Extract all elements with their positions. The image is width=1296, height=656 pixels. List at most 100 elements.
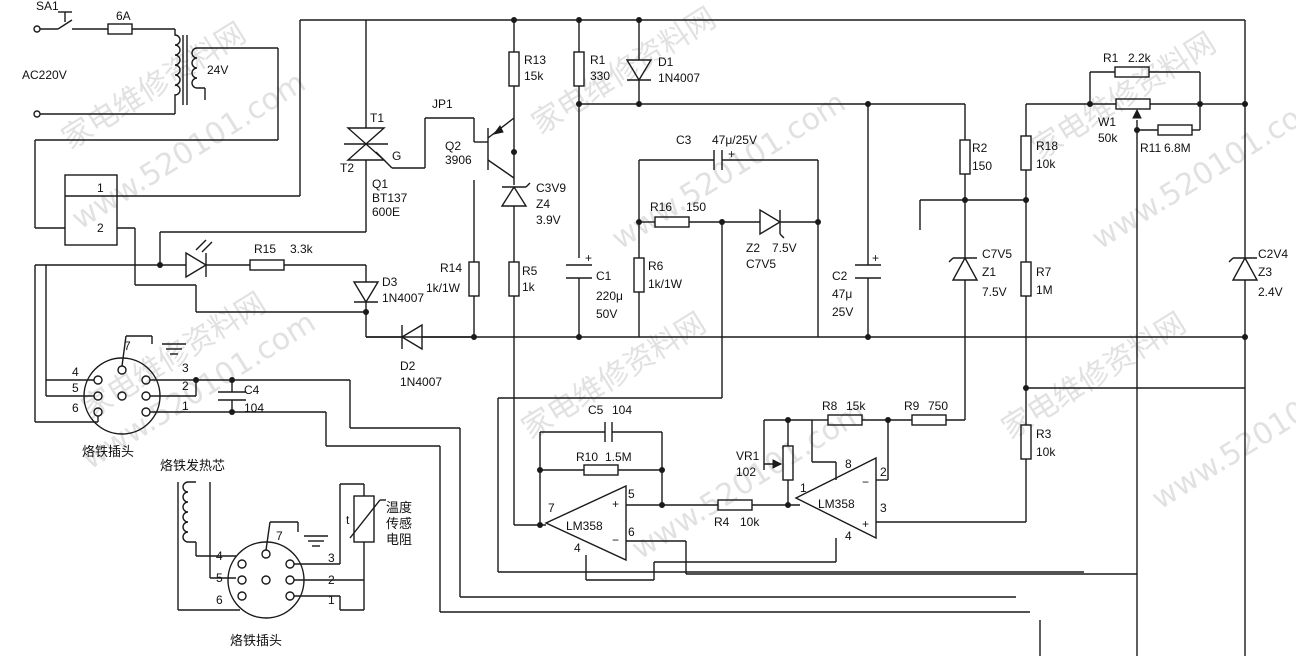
svg-text:C3V9: C3V9 xyxy=(536,181,566,195)
svg-text:25V: 25V xyxy=(832,305,853,319)
c3-r16-z2: C3 47μ/25V + R16 150 Z2 7.5V C7V5 R6 1k/… xyxy=(497,133,821,572)
power-input: SA1 6A AC220V 24V xyxy=(22,0,279,140)
svg-text:7.5V: 7.5V xyxy=(772,241,797,255)
svg-text:VR1: VR1 xyxy=(736,449,760,463)
pot-vr1: VR1 102 xyxy=(736,417,812,508)
svg-text:R6: R6 xyxy=(648,259,664,273)
svg-text:D2: D2 xyxy=(400,359,416,373)
svg-text:BT137: BT137 xyxy=(372,191,408,205)
fuse-icon xyxy=(107,23,133,35)
svg-text:1: 1 xyxy=(800,481,807,495)
svg-text:47μ/25V: 47μ/25V xyxy=(712,133,757,147)
svg-text:传感: 传感 xyxy=(386,516,412,532)
svg-text:4: 4 xyxy=(72,365,79,379)
r13-column: R13 15k C3V9 Z4 3.9V R5 1k xyxy=(500,20,566,525)
svg-text:烙铁插头: 烙铁插头 xyxy=(230,633,282,649)
svg-text:7: 7 xyxy=(548,501,555,515)
svg-text:3906: 3906 xyxy=(445,153,472,167)
svg-text:3: 3 xyxy=(328,551,335,565)
opamp-right: LM358 − + 1 8 2 3 4 R8 15k R9 750 xyxy=(653,399,1026,580)
svg-text:R1: R1 xyxy=(1103,51,1119,65)
diode-d2: D2 1N4007 xyxy=(366,323,474,389)
svg-text:R3: R3 xyxy=(1036,427,1052,441)
svg-text:C3: C3 xyxy=(676,133,692,147)
svg-text:2.4V: 2.4V xyxy=(1258,285,1283,299)
svg-text:330: 330 xyxy=(590,69,610,83)
svg-text:R2: R2 xyxy=(972,141,988,155)
svg-text:D3: D3 xyxy=(382,275,398,289)
svg-text:50k: 50k xyxy=(1098,131,1118,145)
svg-text:104: 104 xyxy=(612,403,632,417)
svg-text:R13: R13 xyxy=(524,53,546,67)
svg-text:T2: T2 xyxy=(340,161,354,175)
svg-text:6: 6 xyxy=(216,593,223,607)
svg-text:LM358: LM358 xyxy=(818,497,855,511)
fuse-label: 6A xyxy=(116,9,131,23)
thermistor-icon xyxy=(353,495,375,543)
triac-t1: T1 T2 G Q1 BT137 600E xyxy=(340,20,408,232)
svg-text:烙铁发热芯: 烙铁发热芯 xyxy=(160,458,225,474)
svg-text:1: 1 xyxy=(328,593,335,607)
svg-text:C1: C1 xyxy=(596,269,612,283)
svg-text:2: 2 xyxy=(880,465,887,479)
svg-text:R7: R7 xyxy=(1036,265,1052,279)
svg-text:R5: R5 xyxy=(522,264,538,278)
capacitor-c2: + C2 47μ 25V xyxy=(832,101,881,337)
svg-text:R14: R14 xyxy=(440,261,462,275)
svg-text:1k/1W: 1k/1W xyxy=(426,281,461,295)
zener-z3: C2V4 Z3 2.4V xyxy=(1228,20,1288,656)
svg-text:8: 8 xyxy=(845,457,852,471)
svg-text:C5: C5 xyxy=(588,403,604,417)
mains-label: AC220V xyxy=(22,68,67,82)
svg-text:+: + xyxy=(862,517,869,531)
svg-text:4: 4 xyxy=(574,541,581,555)
plug-top: 7 4 5 6 3 2 1 烙铁插头 xyxy=(35,265,350,460)
svg-text:750: 750 xyxy=(928,399,948,413)
svg-text:50V: 50V xyxy=(596,307,617,321)
svg-text:R4: R4 xyxy=(714,515,730,529)
svg-text:+: + xyxy=(728,147,735,161)
svg-text:R11: R11 xyxy=(1140,141,1161,155)
svg-text:−: − xyxy=(612,533,619,547)
svg-text:t: t xyxy=(346,513,350,527)
svg-text:Q2: Q2 xyxy=(445,139,461,153)
svg-text:2.2k: 2.2k xyxy=(1128,51,1152,65)
svg-text:102: 102 xyxy=(736,465,756,479)
svg-text:5: 5 xyxy=(216,571,223,585)
svg-text:1M: 1M xyxy=(1036,283,1053,297)
svg-text:1.5M: 1.5M xyxy=(605,450,632,464)
svg-text:+: + xyxy=(872,251,879,265)
capacitor-c4: C4 104 xyxy=(218,377,264,415)
svg-text:2: 2 xyxy=(97,221,104,235)
svg-text:C2V4: C2V4 xyxy=(1258,247,1288,261)
svg-text:150: 150 xyxy=(686,200,706,214)
diode-d1: D1 1N4007 xyxy=(579,17,868,107)
svg-text:W1: W1 xyxy=(1098,115,1116,129)
svg-text:Z3: Z3 xyxy=(1258,265,1272,279)
svg-text:1: 1 xyxy=(97,181,104,195)
svg-text:10k: 10k xyxy=(1036,445,1056,459)
svg-text:JP1: JP1 xyxy=(432,97,453,111)
svg-text:10k: 10k xyxy=(740,515,760,529)
svg-text:3: 3 xyxy=(880,501,887,515)
svg-text:47μ: 47μ xyxy=(832,287,852,301)
svg-text:1: 1 xyxy=(182,399,189,413)
svg-text:7: 7 xyxy=(276,529,283,543)
r1-c1-column: R1 330 + C1 220μ 50V xyxy=(511,17,623,337)
svg-text:4: 4 xyxy=(216,549,223,563)
plug-bottom: 烙铁发热芯 7 4 5 6 3 2 1 烙铁插头 xyxy=(160,458,412,649)
svg-text:Z2: Z2 xyxy=(746,241,760,255)
svg-text:+: + xyxy=(585,251,592,265)
svg-text:104: 104 xyxy=(244,401,264,415)
svg-text:G: G xyxy=(392,149,401,163)
svg-text:+: + xyxy=(612,497,619,511)
svg-text:C4: C4 xyxy=(244,383,260,397)
svg-text:5: 5 xyxy=(72,381,79,395)
watermark-site: www.520101.com xyxy=(1146,345,1296,517)
svg-text:600E: 600E xyxy=(372,205,400,219)
svg-text:Z4: Z4 xyxy=(536,197,550,211)
svg-text:5: 5 xyxy=(628,487,635,501)
svg-text:1N4007: 1N4007 xyxy=(400,375,442,389)
svg-text:1k: 1k xyxy=(522,280,536,294)
resistor-r14: R14 1k/1W xyxy=(426,180,480,337)
